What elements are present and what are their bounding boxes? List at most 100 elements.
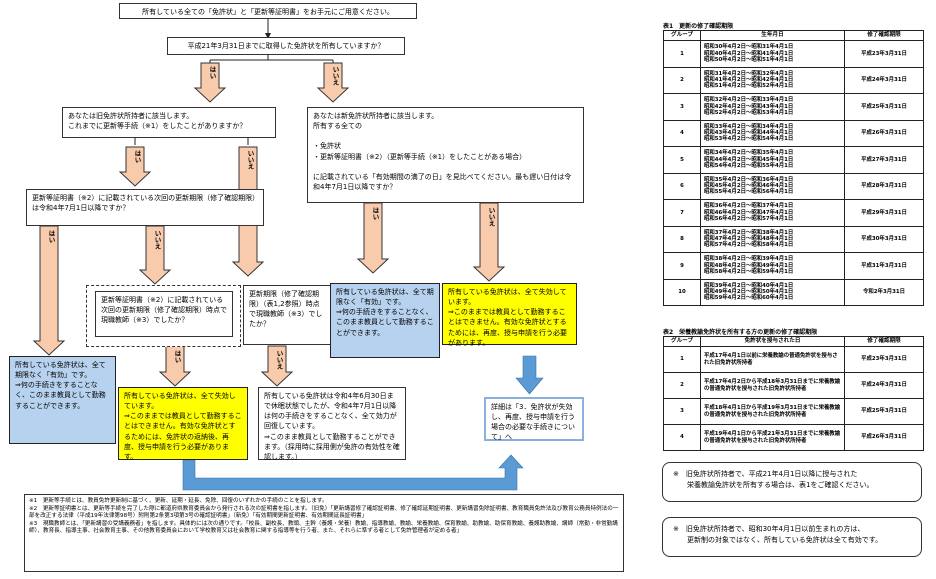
table1-title: 表1 更新の修了確認期限 [663,23,734,30]
yes-label-2: はい [133,150,141,163]
invalid-right-box: 所有している免許状は、全て失効しています。 ⇒このままでは教員として勤務すること… [442,283,577,347]
table1-birth-cell: 昭和38年4月2日～昭和39年4月1日昭和48年4月2日～昭和49年4月1日昭和… [700,252,845,280]
table1-deadline-cell: 令和2年3月31日 [844,278,924,306]
valid-right-box: 所有している免許状は、全て期限なく「有効」です。 ⇒何の手続きをすることなく、こ… [330,283,440,358]
table1-header-group: グループ [663,30,701,41]
arrow-yes-4 [158,345,192,387]
table1-deadline-cell: 平成31年3月31日 [844,252,924,280]
table1-birth-range: 昭和33年4月2日～昭和34年4月1日 [704,123,794,130]
no-label-4: いいえ [275,350,283,370]
table1-group-cell: 7 [663,199,701,227]
table1-group-cell: 9 [663,252,701,280]
table1-birth-range: 昭和40年4月2日～昭和41年4月1日 [704,50,794,57]
table1-deadline-cell: 平成30年3月31日 [844,225,924,253]
table1-birth-range: 昭和35年4月2日～昭和36年4月1日 [704,176,794,183]
table2-header-deadline: 修了確認期限 [844,336,924,347]
special-box: 所有している免許状は令和4年6月30日まで休眠状態でしたが、令和4年7月1日以降… [258,387,406,461]
table1-group-cell: 6 [663,172,701,200]
table1-birth-range: 昭和56年4月2日～昭和57年4月1日 [704,215,794,222]
valid-left-box: 所有している免許状は、全て期限なく「有効」です。 ⇒何の手続きをすることなく、こ… [9,356,116,444]
table1-birth-range: 昭和46年4月2日～昭和47年4月1日 [704,209,794,216]
table1-birth-range: 昭和36年4月2日～昭和37年4月1日 [704,203,794,210]
arrow-yes-1 [193,62,227,103]
table1-header-birth: 生年月日 [700,30,845,41]
no-label-1: いいえ [331,66,339,86]
arrow-no-4 [260,345,294,387]
table1-group-cell: 1 [663,40,701,68]
arrow-yes-2 [118,146,152,187]
table1-birth-range: 昭和34年4月2日～昭和35年4月1日 [704,150,794,157]
table2-date-cell: 平成18年4月1日から平成19年3月31日までに栄養教諭の普通免許状を授与された… [700,398,845,425]
detail-box: 詳細は「3．免許状が失効し、再度、授与申請を行う場合の必要な手続きについて」へ [484,397,584,441]
table1-birth-range: 昭和32年4月2日～昭和33年4月1日 [704,97,794,104]
table1-deadline-cell: 平成23年3月31日 [844,40,924,68]
table2-date-cell: 平成17年4月2日から平成18年3月31日までに栄養教諭の普通免許状を授与された… [700,372,845,399]
table1-birth-range: 昭和43年4月2日～昭和44年4月1日 [704,130,794,136]
table1-birth-range: 昭和38年4月2日～昭和39年4月1日 [704,256,794,263]
table1-birth-range: 昭和55年4月2日～昭和56年4月1日 [704,189,794,196]
table1-birth-range: 昭和50年4月2日～昭和51年4月1日 [704,56,794,63]
table2-deadline-cell: 平成26年3月31日 [844,424,924,451]
table1-birth-cell: 昭和30年4月2日～昭和31年4月1日昭和40年4月2日～昭和41年4月1日昭和… [700,40,845,68]
no-label-right: いいえ [487,207,495,227]
table1-birth-range: 昭和30年4月2日～昭和31年4月1日 [704,44,794,51]
footnote-3: ※3 現職教師とは、「更新講習の受講義務者」を指します。具体的には次の通りです。… [29,520,618,535]
table1-birth-range: 昭和47年4月2日～昭和48年4月1日 [704,236,794,242]
table1-birth-range: 昭和41年4月2日～昭和42年4月1日 [704,77,794,83]
table1-birth-range: 昭和31年4月2日～昭和32年4月1日 [704,70,794,77]
table2-group-cell: 1 [663,346,701,373]
table1-group-cell: 2 [663,66,701,94]
table1-birth-range: 昭和48年4月2日～昭和49年4月1日 [704,262,794,269]
table1-deadline-cell: 平成29年3月31日 [844,199,924,227]
arrow-no-1 [316,62,350,103]
table1-header-deadline: 修了確認期限 [844,30,924,41]
cert-next-box: 更新等証明書（※2）に記載されている次回の更新期限（修了確認期限）時点で現職教師… [95,291,233,337]
cert-question-box: 更新等証明書（※2）に記載されている次回の更新期限（修了確認期限）は令和4年7月… [26,189,264,226]
table2-group-cell: 2 [663,372,701,399]
table2-deadline-cell: 平成24年3月31日 [844,372,924,399]
table1-birth-range: 昭和54年4月2日～昭和55年4月1日 [704,162,794,169]
table1-birth-range: 昭和51年4月2日～昭和52年4月1日 [704,83,794,90]
start-box: 所有している全ての「免許状」と「更新等証明書」をお手元にご用意ください。 [119,3,417,19]
table1-birth-cell: 昭和35年4月2日～昭和36年4月1日昭和45年4月2日～昭和46年4月1日昭和… [700,172,845,200]
table2-header-date: 免許状を授与された日 [700,336,845,347]
table1-deadline-cell: 平成24年3月31日 [844,66,924,94]
table1-birth-range: 昭和37年4月2日～昭和38年4月1日 [704,229,794,236]
table1-group-cell: 5 [663,146,701,174]
arrow-no-3 [138,225,172,285]
table1-deadline-cell: 平成28年3月31日 [844,172,924,200]
blue-connector [182,454,524,491]
table1-birth-range: 昭和52年4月2日～昭和53年4月1日 [704,109,794,116]
table1-birth-range: 昭和44年4月2日～昭和45年4月1日 [704,156,794,163]
table2-title: 表2 栄養教諭免許状を所有する方の更新の修了確認期限 [663,329,818,336]
table1-birth-cell: 昭和33年4月2日～昭和34年4月1日昭和43年4月2日～昭和44年4月1日昭和… [700,119,845,147]
table1-birth-range: 昭和45年4月2日～昭和46年4月1日 [704,183,794,189]
table1-birth-cell: 昭和39年4月2日～昭和40年4月1日昭和49年4月2日～昭和50年4月1日昭和… [700,278,845,306]
table1-group-cell: 4 [663,119,701,147]
note-1: ※ 旧免許状所持者で、平成21年4月1日以降に授与された 栄養教諭免許状を所有す… [662,462,922,502]
table2-group-cell: 3 [663,398,701,425]
table2-header-group: グループ [663,336,701,347]
arrow-no-right [472,202,506,282]
table1-birth-range: 昭和57年4月2日～昭和58年4月1日 [704,242,794,249]
footnote-2: ※2 更新等証明書とは、更新等手続を完了した際に都道府県教育委員会から発行される… [29,505,619,520]
table1-birth-range: 昭和39年4月2日～昭和40年4月1日 [704,282,794,289]
yes-label-3: はい [47,230,55,243]
invalid-center-box: 所有している免許状は、全て失効しています。 ⇒このままでは教員として勤務すること… [118,387,248,461]
question-1: 平成21年3月31日までに取得した免許状を所有していますか？ [167,37,405,55]
blue-down-arrow [515,355,544,395]
no-label-3: いいえ [153,230,161,250]
table2-group-cell: 4 [663,424,701,451]
